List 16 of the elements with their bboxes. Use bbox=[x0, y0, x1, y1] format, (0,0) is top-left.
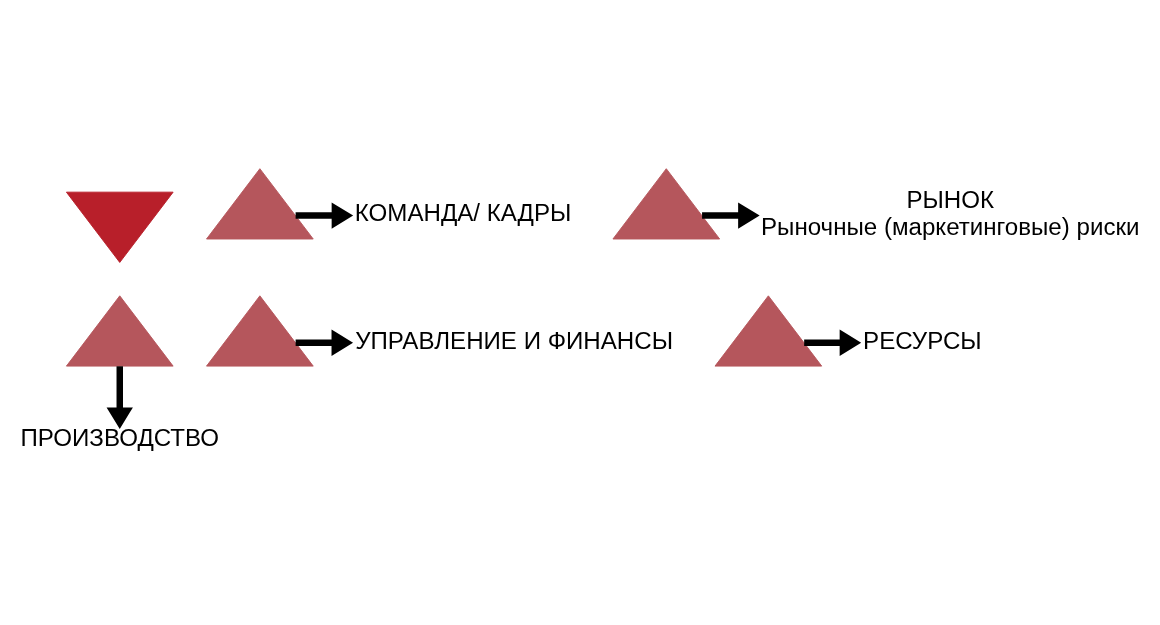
node-triangle bbox=[714, 294, 823, 367]
arrow bbox=[295, 201, 354, 229]
node-text: УПРАВЛЕНИЕ И ФИНАНСЫ bbox=[355, 326, 673, 354]
arrow bbox=[106, 365, 133, 429]
node-text: РЫНОК Рыночные (маркетинговые) риски bbox=[760, 185, 1140, 240]
arrow bbox=[702, 201, 760, 229]
arrow bbox=[295, 329, 354, 356]
node-text: РЕСУРСЫ bbox=[863, 326, 982, 354]
node-text: ПРОИЗВОДСТВО bbox=[20, 423, 220, 451]
node-triangle bbox=[206, 294, 314, 367]
node-text: КОМАНДА/ КАДРЫ bbox=[354, 198, 572, 226]
node-triangle bbox=[612, 167, 721, 239]
arrow bbox=[804, 329, 862, 356]
node-triangle bbox=[65, 191, 174, 263]
node-triangle bbox=[206, 167, 314, 239]
node-triangle bbox=[65, 294, 174, 367]
